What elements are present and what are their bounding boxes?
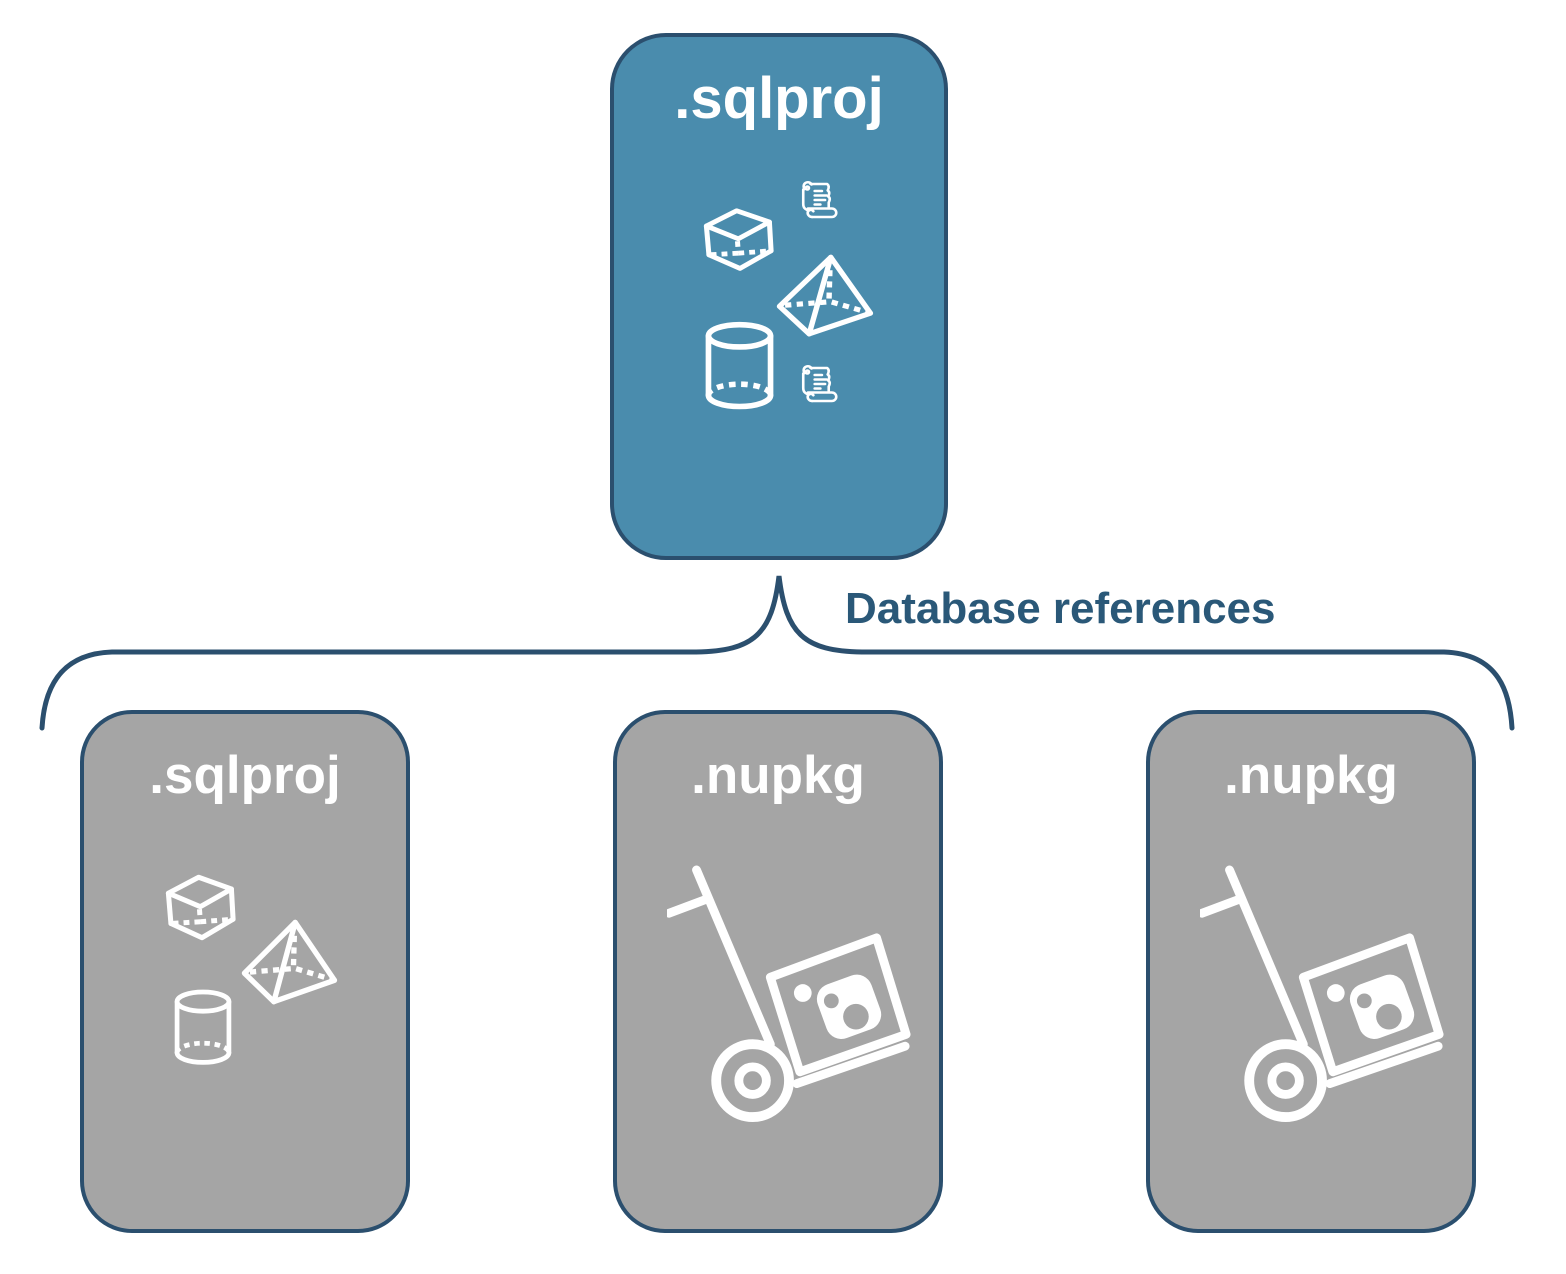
node-child-nupkg-1: .nupkg <box>613 710 943 1233</box>
root-title: .sqlproj <box>674 66 884 131</box>
cylinder-icon <box>705 321 774 410</box>
pyramid-icon <box>241 919 338 1005</box>
child-title: .nupkg <box>1224 746 1398 805</box>
cylinder-icon <box>174 989 232 1065</box>
node-child-sqlproj: .sqlproj <box>80 710 410 1233</box>
script-scroll-icon <box>801 365 838 403</box>
script-scroll-icon <box>801 181 838 219</box>
node-child-nupkg-2: .nupkg <box>1146 710 1476 1233</box>
package-dolly-icon <box>1200 865 1444 1123</box>
child-title: .sqlproj <box>149 746 341 805</box>
node-root-sqlproj: .sqlproj <box>610 33 948 560</box>
package-dolly-icon <box>667 865 911 1123</box>
child-title: .nupkg <box>691 746 865 805</box>
cube-icon <box>165 874 236 941</box>
connector-label: Database references <box>845 584 1276 633</box>
pyramid-icon <box>776 254 874 337</box>
cube-icon <box>703 208 774 271</box>
